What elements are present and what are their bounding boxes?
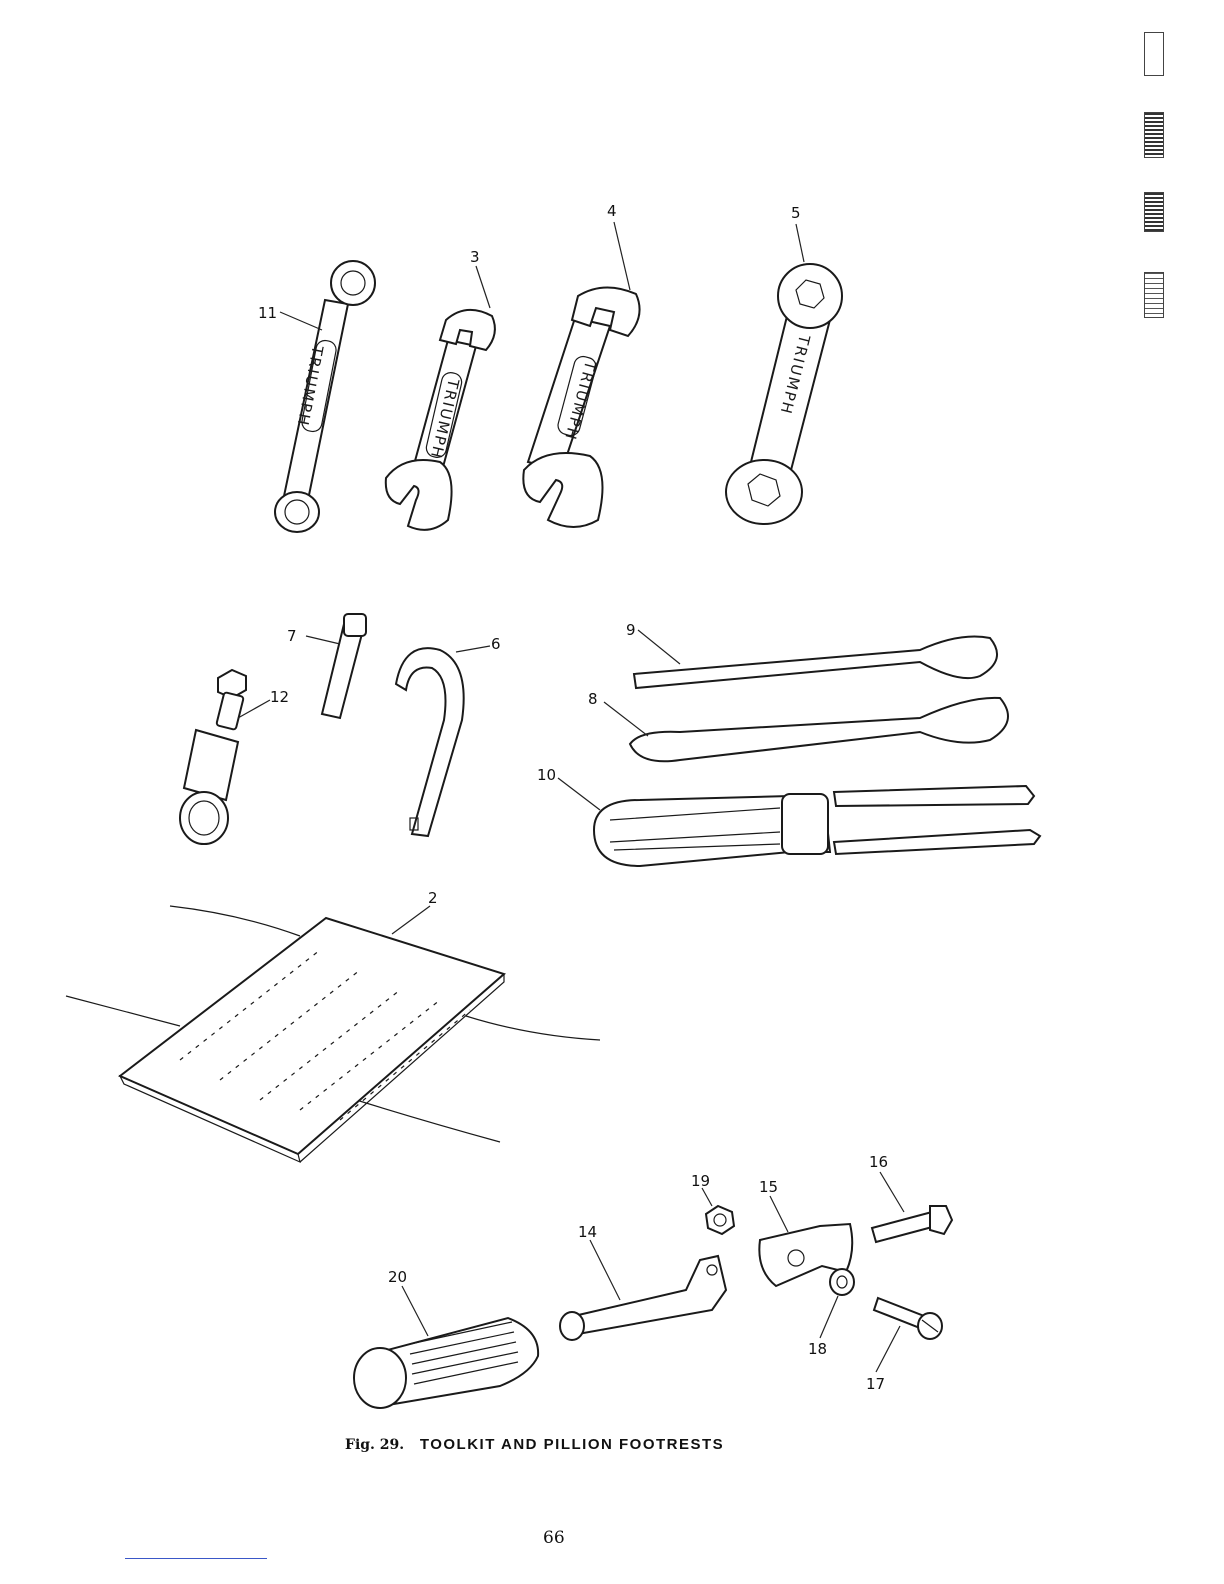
tool-roll-2 bbox=[66, 906, 600, 1162]
figure-caption: Fig. 29. TOOLKIT AND PILLION FOOTRESTS bbox=[345, 1436, 724, 1453]
box-spanner-5: TRIUMPH bbox=[726, 264, 842, 524]
page-number: 66 bbox=[543, 1528, 565, 1548]
callout-15: 15 bbox=[759, 1178, 778, 1196]
callout-10: 10 bbox=[537, 766, 556, 784]
ring-spanner-11: TRIUMPH bbox=[275, 261, 375, 532]
footer-rule bbox=[125, 1558, 267, 1559]
figure-number: Fig. 29. bbox=[345, 1437, 404, 1453]
footrest-arm-14 bbox=[560, 1256, 726, 1340]
callout-17: 17 bbox=[866, 1375, 885, 1393]
tyre-lever-9 bbox=[634, 637, 997, 689]
footrest-rubber-20 bbox=[354, 1318, 538, 1408]
callout-7: 7 bbox=[287, 627, 297, 645]
nut-19 bbox=[706, 1206, 734, 1234]
callout-4: 4 bbox=[607, 202, 617, 220]
margin-scan-strip bbox=[1144, 32, 1164, 76]
callout-14: 14 bbox=[578, 1223, 597, 1241]
callout-5: 5 bbox=[791, 204, 801, 222]
tyre-lever-8 bbox=[630, 698, 1008, 761]
callout-16: 16 bbox=[869, 1153, 888, 1171]
callout-2: 2 bbox=[428, 889, 438, 907]
figure-caption-text: TOOLKIT AND PILLION FOOTRESTS bbox=[420, 1436, 724, 1453]
margin-scan-strip bbox=[1144, 272, 1164, 318]
puller-12 bbox=[180, 670, 246, 844]
callout-3: 3 bbox=[470, 248, 480, 266]
margin-scan-strip bbox=[1144, 112, 1164, 158]
callout-11: 11 bbox=[258, 304, 277, 322]
callout-12: 12 bbox=[270, 688, 289, 706]
tommy-bar-7 bbox=[322, 614, 366, 718]
callout-9: 9 bbox=[626, 621, 636, 639]
screwdriver-10 bbox=[594, 786, 1040, 866]
open-spanner-4: TRIUMPH bbox=[523, 287, 639, 527]
bolt-17 bbox=[874, 1298, 942, 1339]
callout-18: 18 bbox=[808, 1340, 827, 1358]
callout-19: 19 bbox=[691, 1172, 710, 1190]
callout-8: 8 bbox=[588, 690, 598, 708]
open-spanner-3: TRIUMPH bbox=[386, 310, 495, 530]
bolt-16 bbox=[872, 1206, 952, 1242]
margin-scan-strip bbox=[1144, 192, 1164, 232]
callout-20: 20 bbox=[388, 1268, 407, 1286]
washer-18 bbox=[830, 1269, 854, 1295]
c-spanner-6 bbox=[396, 648, 464, 836]
callout-6: 6 bbox=[491, 635, 501, 653]
